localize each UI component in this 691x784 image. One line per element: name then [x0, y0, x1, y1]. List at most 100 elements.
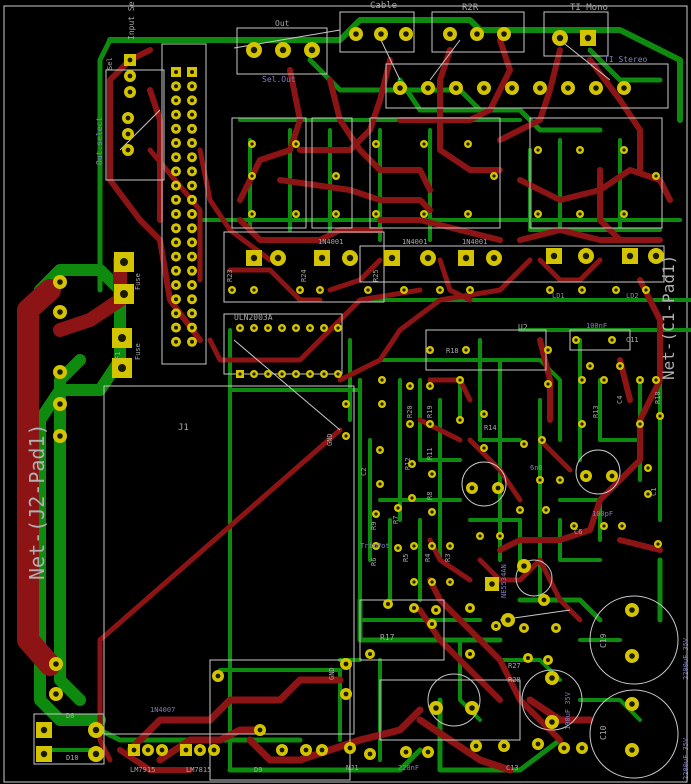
pad-drill-hole	[629, 747, 635, 753]
label-led1[interactable]: LD1	[552, 292, 565, 300]
label-r10[interactable]: R10	[654, 391, 662, 404]
label-r24[interactable]: R24	[300, 269, 308, 282]
net-label-right[interactable]: Net-(C1-Pad1)	[659, 255, 678, 380]
label-r14[interactable]: R14	[484, 424, 497, 432]
label-trimpot[interactable]: TrimPot	[360, 542, 390, 550]
label-cap-100u[interactable]: 100uF 35V	[564, 691, 572, 730]
label-r6[interactable]: R6	[370, 558, 378, 566]
label-c100p[interactable]: 100pF	[592, 510, 613, 518]
label-d4007[interactable]: 1N4007	[150, 706, 175, 714]
pad-drill-hole	[57, 309, 63, 315]
label-uln[interactable]: ULN2003A	[234, 313, 273, 322]
pad-drill-hole	[495, 485, 501, 491]
pad-drill-hole	[403, 31, 409, 37]
pad-drill-hole	[518, 508, 522, 512]
label-r20[interactable]: R20	[406, 405, 414, 418]
label-r18[interactable]: R18	[446, 347, 459, 355]
label-gnd-low[interactable]: GND	[328, 667, 336, 680]
pad-drill-hole	[578, 212, 582, 216]
label-r27[interactable]: R27	[508, 662, 521, 670]
pad-drill-hole	[535, 741, 541, 747]
label-r25[interactable]: R25	[372, 269, 380, 282]
label-d10[interactable]: D10	[66, 754, 79, 762]
label-r19[interactable]: R19	[426, 405, 434, 418]
label-c13[interactable]: C13	[506, 764, 519, 772]
label-led2[interactable]: LD2	[626, 292, 639, 300]
label-c11[interactable]: C11	[626, 336, 639, 344]
label-r7[interactable]: R7	[392, 516, 400, 524]
label-u2[interactable]: U2	[518, 323, 528, 332]
label-gnd-top[interactable]: GND	[326, 433, 334, 446]
label-f1[interactable]: F1	[114, 352, 122, 360]
label-d1[interactable]: 1N4001	[318, 238, 343, 246]
pad-drill-hole	[548, 288, 552, 292]
net-label-left[interactable]: Net-(J2-Pad1)	[25, 423, 49, 580]
label-r8[interactable]: R8	[426, 492, 434, 500]
label-r2r[interactable]: R2R	[462, 3, 479, 13]
pad-drill-hole	[118, 364, 126, 372]
label-ne5534[interactable]: NE5534AN	[500, 564, 508, 598]
pad-drill-hole	[490, 254, 498, 262]
label-r12[interactable]: R12	[404, 457, 412, 470]
pad-drill-hole	[549, 675, 555, 681]
pad-drill-hole	[353, 31, 359, 37]
label-lm7915[interactable]: LM7915	[130, 766, 155, 774]
pad-drill-hole	[505, 617, 511, 623]
pad-drill-hole	[322, 372, 326, 376]
pad-drill-hole	[482, 412, 486, 416]
label-r3[interactable]: R3	[444, 554, 452, 562]
label-r11[interactable]: R11	[426, 447, 434, 460]
label-ti-mono[interactable]: TI Mono	[570, 3, 608, 13]
label-j1[interactable]: J1	[178, 423, 189, 433]
label-r28[interactable]: R28	[508, 676, 521, 684]
label-c220n[interactable]: 220nF	[398, 764, 419, 772]
pad-drill-hole	[546, 382, 550, 386]
pad-drill-hole	[629, 701, 635, 707]
label-sel[interactable]: Sel	[106, 57, 114, 70]
label-ti-stereo[interactable]: TI Stereo	[604, 55, 648, 64]
pad-drill-hole	[438, 288, 442, 292]
pad-drill-hole	[215, 673, 221, 679]
label-r4[interactable]: R4	[424, 554, 432, 562]
pad-drill-hole	[492, 174, 496, 178]
pad-drill-hole	[274, 254, 282, 262]
label-r17[interactable]: R17	[380, 633, 395, 642]
pad-drill-hole	[344, 434, 348, 438]
pad-drill-hole	[190, 126, 194, 131]
label-cap-2200-a[interactable]: 2200uF 35V	[682, 637, 690, 680]
pad-drill-hole	[174, 183, 178, 188]
label-c4[interactable]: C4	[616, 396, 624, 404]
label-r23[interactable]: R23	[226, 269, 234, 282]
label-input-sel[interactable]: Input Se	[127, 1, 136, 40]
label-cable[interactable]: Cable	[370, 1, 397, 11]
pad-drill-hole	[190, 311, 194, 316]
label-out-select[interactable]: Out.select	[95, 117, 104, 165]
label-c19[interactable]: C19	[599, 633, 608, 648]
pad-drill-hole	[343, 661, 349, 667]
label-c6n8[interactable]: 6n8	[530, 464, 543, 472]
label-d8[interactable]: D8	[66, 712, 74, 720]
label-fuse1[interactable]: Fuse	[134, 273, 142, 290]
label-d9[interactable]: D9	[254, 766, 262, 774]
pad-drill-hole	[374, 544, 378, 548]
label-c6[interactable]: C6	[574, 528, 582, 536]
label-lm7815[interactable]: LM7815	[186, 766, 211, 774]
label-sel-out[interactable]: Sel.Out	[262, 75, 296, 84]
label-c2[interactable]: C2	[360, 468, 368, 476]
label-nj1[interactable]: NJ1	[346, 764, 359, 772]
label-c1[interactable]: C1	[650, 488, 658, 496]
label-cap-2200-b[interactable]: 2200uF 35V	[682, 737, 690, 780]
label-d3[interactable]: 1N4001	[462, 238, 487, 246]
label-out[interactable]: Out	[275, 19, 290, 28]
label-r5[interactable]: R5	[402, 554, 410, 562]
label-r9[interactable]: R9	[370, 522, 378, 530]
label-d2[interactable]: 1N4001	[402, 238, 427, 246]
label-c10[interactable]: C10	[599, 725, 608, 740]
label-fuse2[interactable]: Fuse	[134, 343, 142, 360]
label-c100n[interactable]: 100nF	[586, 322, 607, 330]
pad-drill-hole	[593, 85, 599, 91]
pad-drill-hole	[174, 70, 178, 74]
pad-drill-hole	[447, 31, 453, 37]
label-r13[interactable]: R13	[592, 405, 600, 418]
pad-drill-hole	[230, 288, 234, 292]
